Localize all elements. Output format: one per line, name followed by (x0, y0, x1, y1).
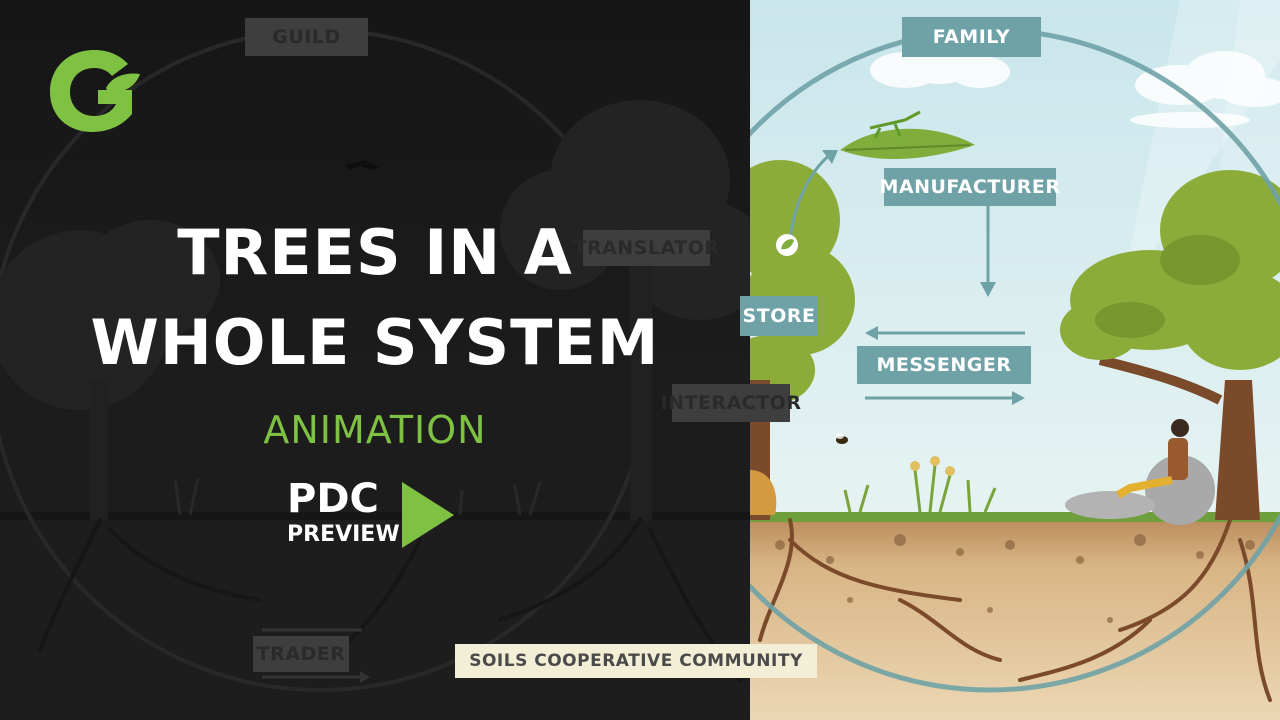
play-triangle-icon[interactable] (400, 480, 456, 550)
leaf-icon (840, 128, 975, 160)
bee-icon (836, 433, 848, 444)
label-family: FAMILY (902, 17, 1041, 57)
person-sitting-icon (1115, 419, 1189, 499)
label-guild: GUILD (245, 18, 368, 56)
g-leaf-logo-icon (50, 50, 140, 132)
badge-pdc: PDC (287, 476, 379, 522)
title-line-1: TREES IN A (177, 216, 573, 289)
label-interactor: INTERACTOR (661, 384, 801, 422)
label-store: STORE (740, 296, 818, 336)
title-line-2: WHOLE SYSTEM (90, 306, 660, 379)
label-translator: TRANSLATOR (574, 230, 719, 266)
thumbnail-title: TREES IN A WHOLE SYSTEM (0, 208, 750, 388)
label-messenger: MESSENGER (857, 346, 1031, 384)
badge-preview: PREVIEW (287, 522, 400, 547)
thumbnail-subtitle: ANIMATION (263, 408, 487, 452)
label-soils-cooperative-community: SOILS COOPERATIVE COMMUNITY (455, 644, 817, 678)
grasshopper-icon (869, 110, 921, 139)
label-trader: TRADER (253, 636, 349, 672)
colored-scene (750, 0, 1280, 720)
label-manufacturer: MANUFACTURER (879, 168, 1060, 206)
